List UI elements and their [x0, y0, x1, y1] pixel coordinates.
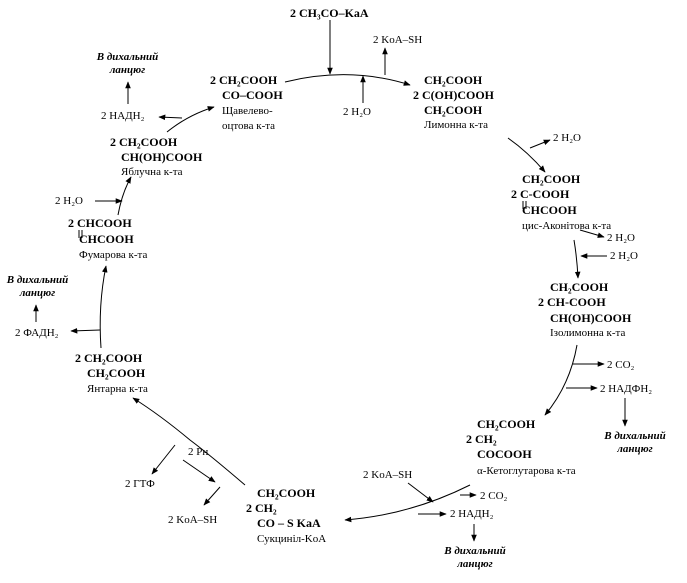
malate-line2: CH(OH)COOH [121, 150, 203, 164]
h2o-aconitate-in-label: 2 H₂O [610, 250, 638, 262]
succinate-line1: 2 CH₂COOH [75, 351, 143, 365]
succinylcoa-name: Сукциніл-KoA [257, 533, 327, 545]
fadh2-out [70, 327, 101, 334]
pn-label: 2 Pн [188, 446, 209, 458]
oxaloacetate-line2: CO–COOH [222, 88, 283, 102]
oxaloacetate-line1: 2 CH₂COOH [210, 73, 278, 87]
citrate-line2: 2 C(OH)COOH [413, 88, 494, 102]
citrate-name: Лимонна к-та [424, 119, 489, 131]
aconitate-line2: 2 C-COOH [511, 187, 570, 201]
acetyl-coa: 2 CH₃CO–KaA [290, 6, 369, 20]
citrate-line3: CH₂COOH [424, 103, 483, 117]
malate-line1: 2 CH₂COOH [110, 135, 178, 149]
malate-name: Яблучна к-та [121, 166, 183, 178]
arc-oxaloacetate-citrate [284, 74, 411, 86]
arc-citrate-aconitate [507, 137, 546, 173]
ketoglutarate-name: α-Кетоглутарова к-та [477, 465, 576, 477]
h2o-aconitate-out-label: 2 H₂O [607, 232, 635, 244]
h2o-fumarate-label: 2 H₂O [55, 195, 83, 207]
arc-fumarate-malate [117, 176, 132, 216]
nadh-out-malate [158, 114, 183, 121]
ketoglutarate-line3: COCOOH [477, 447, 532, 461]
arc-aconitate-isocitrate [573, 239, 581, 279]
ketoglutarate-line1: CH₂COOH [477, 417, 536, 431]
nadph-label: 2 НАДФН₂ [600, 383, 653, 395]
oxaloacetate-name2: оцтова к-та [222, 120, 276, 132]
oxaloacetate-name1: Щавелево- [222, 105, 273, 117]
h2o-out-aconitate [579, 229, 605, 238]
citrate-line1: CH₂COOH [424, 73, 483, 87]
arc-succinate-fumarate [99, 265, 108, 349]
fumarate-line1: 2 CHCOOH [68, 216, 132, 230]
aconitate-line3: CHCOOH [522, 203, 577, 217]
isocitrate-line3: CH(OH)COOH [550, 311, 632, 325]
fumarate-name: Фумарова к-та [79, 249, 148, 261]
arc-ketoglutarate-succinylcoa [344, 484, 471, 523]
isocitrate-line1: CH₂COOH [550, 280, 609, 294]
h2o-citrate-label: 2 H₂O [553, 132, 581, 144]
nadh-ketoglutarate-label: 2 НАДН₂ [450, 508, 494, 520]
coa-released-label: 2 KoA–SH [373, 34, 423, 46]
succinylcoa-line2: 2 CH₂ [246, 501, 277, 515]
co2-ketoglutarate-label: 2 CO₂ [480, 490, 508, 502]
arc-malate-oxaloacetate [166, 106, 215, 133]
succinate-name: Янтарна к-та [87, 383, 148, 395]
h2o-out-citrate [529, 139, 551, 149]
gtp-label: 2 ГТФ [125, 478, 155, 490]
coa-in-label: 2 KoA–SH [363, 469, 413, 481]
coa-in [407, 482, 434, 503]
succinylcoa-line3: CO – S KaA [257, 516, 321, 530]
aconitate-name: цис-Аконітова к-та [522, 220, 612, 232]
fumarate-line2: CHCOOH [79, 232, 134, 246]
water-label: 2 H₂O [343, 106, 371, 118]
co2-isocitrate-label: 2 CO₂ [607, 359, 635, 371]
isocitrate-name: Ізолимонна к-та [550, 327, 626, 339]
fadh2-label: 2 ФАДН₂ [15, 327, 59, 339]
nadh-malate-label: 2 НАДН₂ [101, 110, 145, 122]
arc-succinylcoa-succinate [132, 397, 246, 486]
gtp-out [151, 444, 176, 475]
coa-out [203, 486, 221, 506]
succinate-line2: CH₂COOH [87, 366, 146, 380]
isocitrate-line2: 2 CH-COOH [538, 295, 606, 309]
pn-in [182, 459, 216, 483]
ketoglutarate-line2: 2 CH₂ [466, 432, 497, 446]
succinylcoa-line1: CH₂COOH [257, 486, 316, 500]
aconitate-line1: CH₂COOH [522, 172, 581, 186]
coa-out-label: 2 KoA–SH [168, 514, 218, 526]
arc-isocitrate-ketoglutarate [544, 344, 578, 416]
